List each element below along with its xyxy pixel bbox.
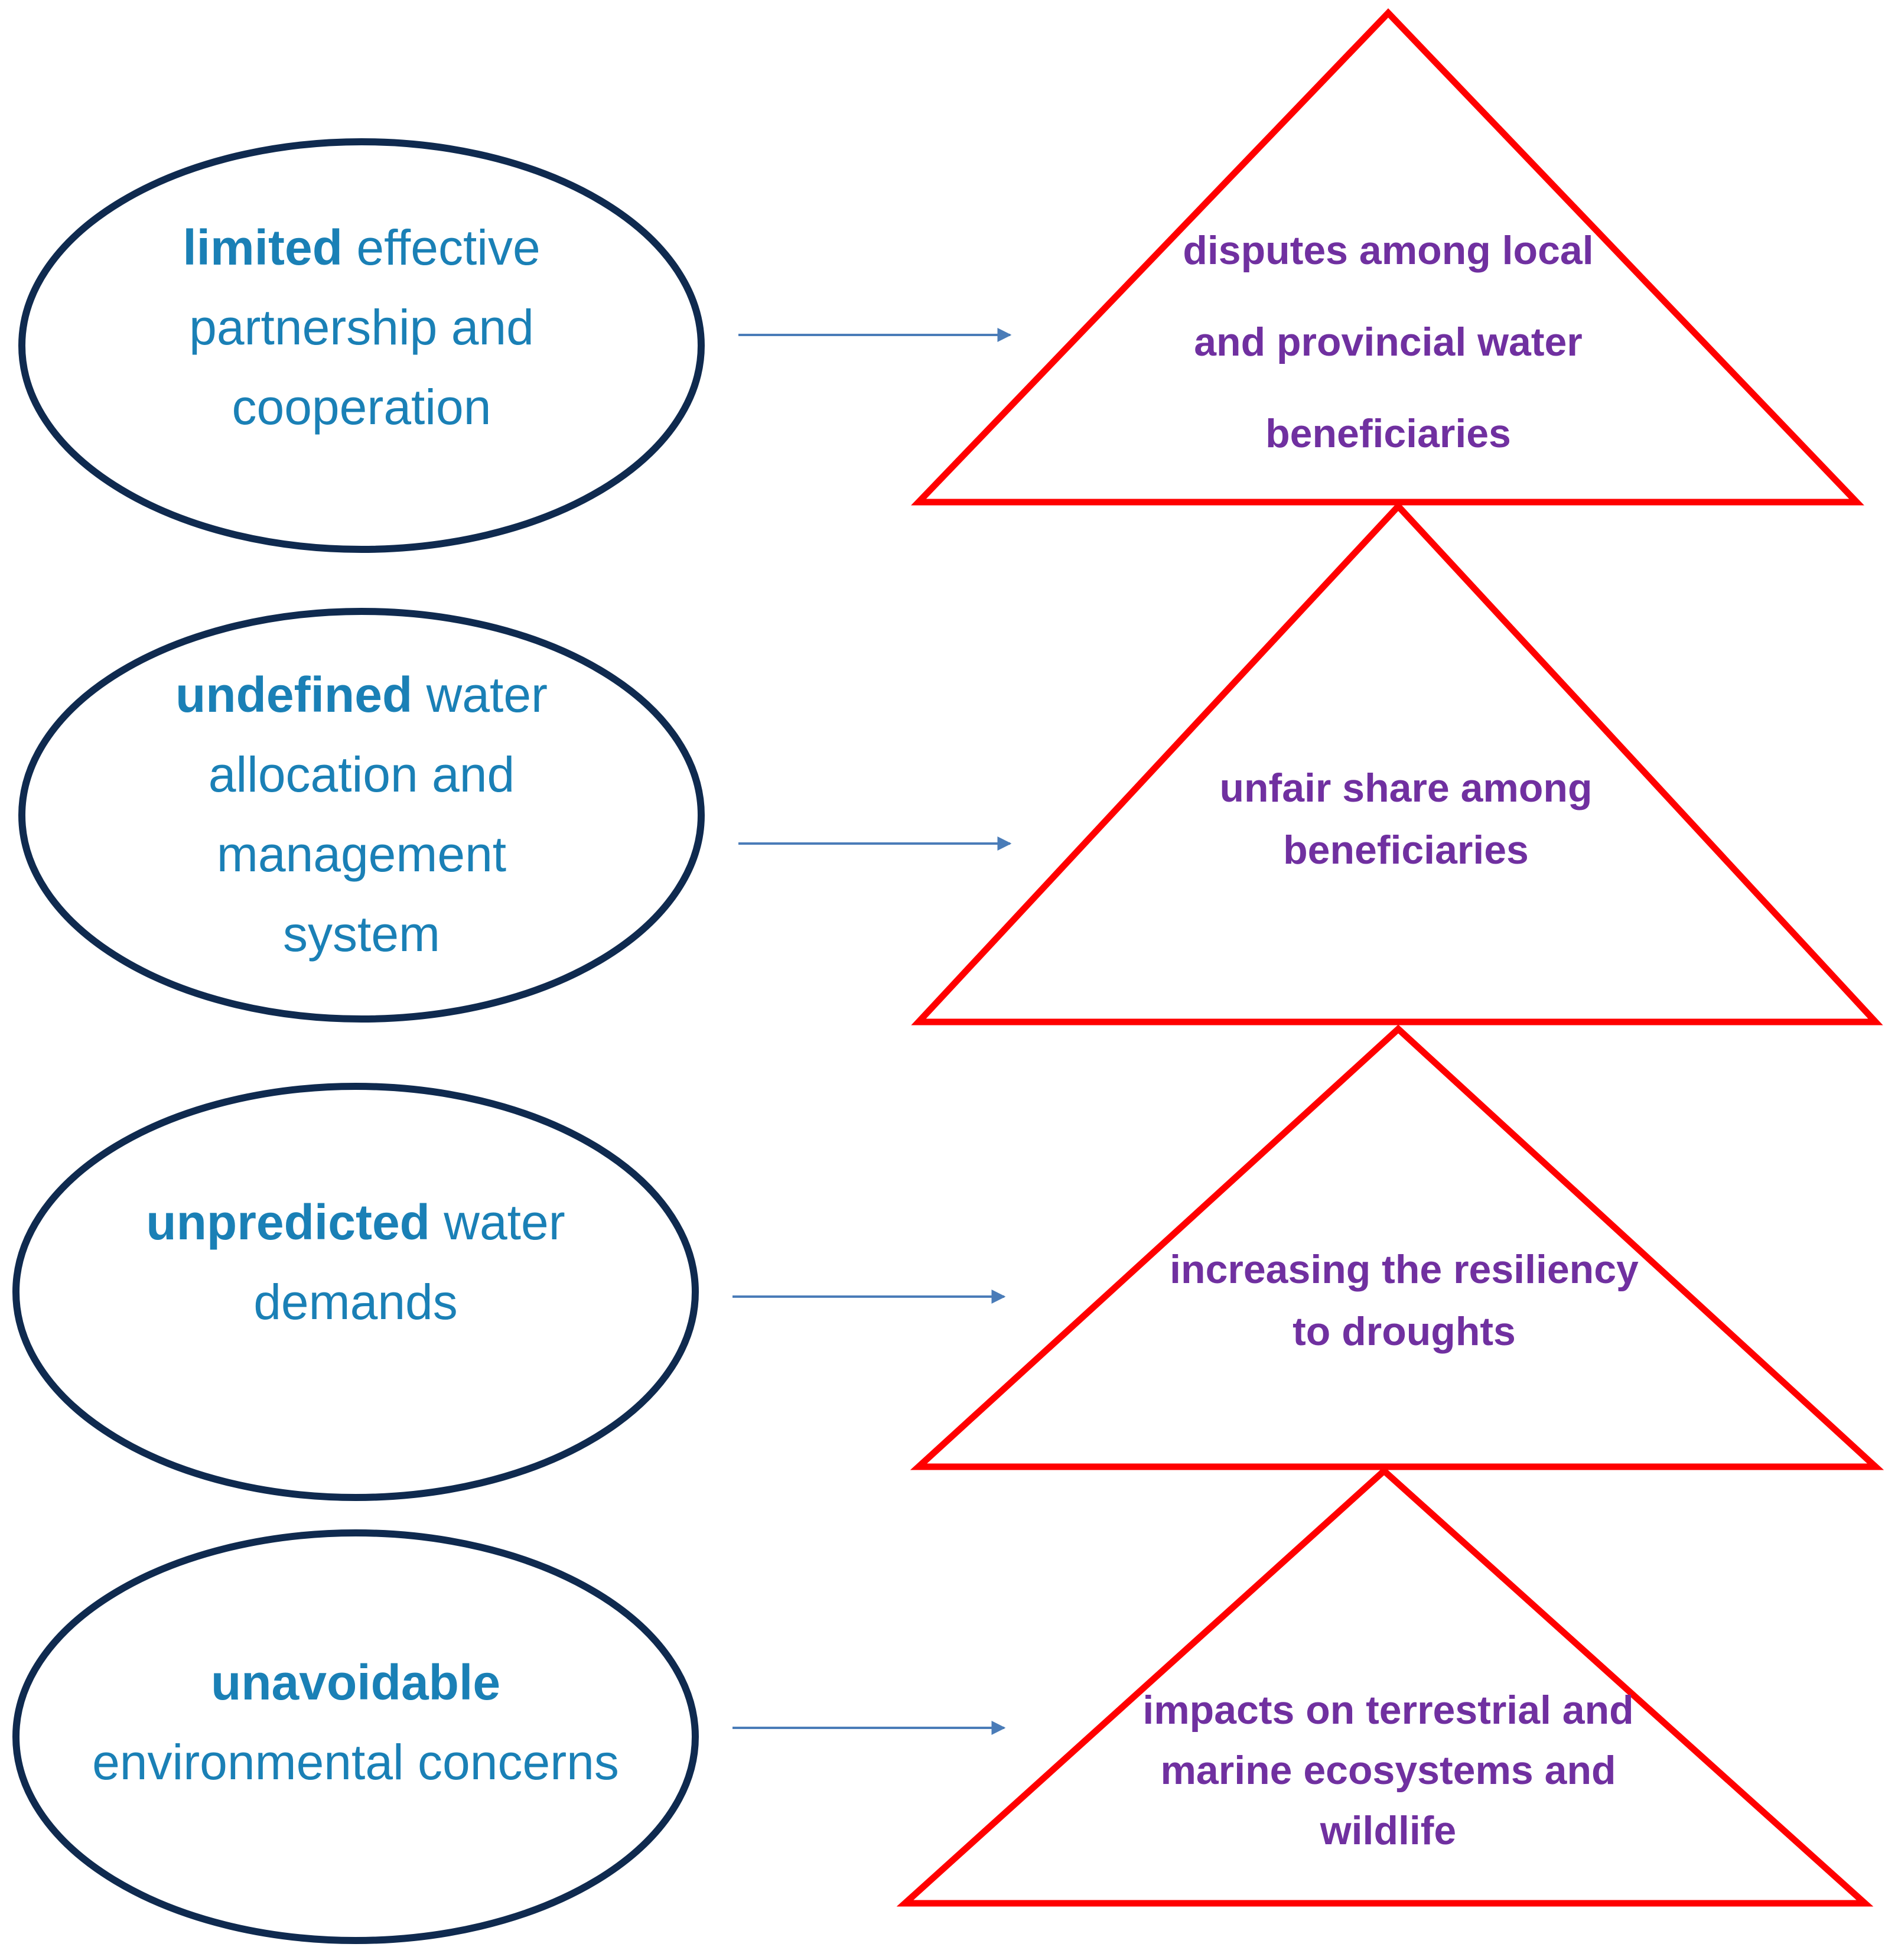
cause-text-line: cooperation [232,379,491,435]
cause-keyword: limited [183,220,343,275]
cause-node: unpredicted water demands [12,1083,699,1501]
effect-text-line: beneficiaries [1283,828,1529,872]
cause-text-line: system [283,906,440,962]
cause-ellipse [18,138,705,553]
effect-text-line: unfair share among [1219,766,1592,810]
effect-text-line: disputes among local [1183,228,1593,273]
cause-node: unavoidable environmental concerns [12,1529,699,1944]
cause-text-line: unavoidable [211,1655,500,1710]
effect-triangle [896,1466,1874,1907]
effect-text-line: to droughts [1293,1309,1516,1354]
cause-keyword: unpredicted [146,1194,430,1250]
effect-text-line: beneficiaries [1265,411,1511,456]
cause-text-rest: water [430,1194,565,1250]
effects-column: disputes among local and provincial water… [896,8,1884,1907]
cause-ellipse [12,1529,699,1944]
cause-node: limited effective partnership and cooperat… [18,138,705,553]
cause-text-line: partnership and [189,299,534,355]
effect-node: increasing the resiliency to droughts [910,1024,1884,1470]
effect-node: disputes among local and provincial water… [911,8,1864,506]
cause-text-line: allocation and [209,747,515,802]
cause-text-line: unpredicted water [146,1194,565,1250]
cause-text-line: environmental concerns [92,1734,619,1790]
effect-triangle [911,501,1883,1025]
cause-text-rest: water [412,667,548,722]
cause-text-line: limited effective [183,220,540,275]
effect-text-line: increasing the resiliency [1170,1247,1639,1292]
effect-text-line: wildlife [1320,1808,1456,1853]
effect-text-line: impacts on terrestrial and [1142,1688,1633,1733]
cause-node: undefined water allocation and management s… [18,608,705,1023]
effect-node: unfair share among beneficiaries [911,501,1883,1025]
effect-triangle [910,1024,1884,1470]
cause-ellipse [18,608,705,1023]
cause-keyword: undefined [175,667,412,722]
causes-column: limited effective partnership and cooperat… [12,138,705,1944]
cause-text-line: undefined water [175,667,548,722]
cause-keyword: unavoidable [211,1655,500,1710]
arrows [732,328,1012,1735]
effect-text-line: and provincial water [1194,320,1583,364]
cause-text-line: demands [253,1274,458,1330]
cause-ellipse [12,1083,699,1501]
effect-node: impacts on terrestrial and marine ecosyst… [896,1466,1874,1907]
effect-triangle [911,8,1864,506]
cause-text-line: management [217,826,506,882]
cause-text-rest: effective [343,220,541,275]
effect-text-line: marine ecosystems and [1160,1748,1616,1793]
